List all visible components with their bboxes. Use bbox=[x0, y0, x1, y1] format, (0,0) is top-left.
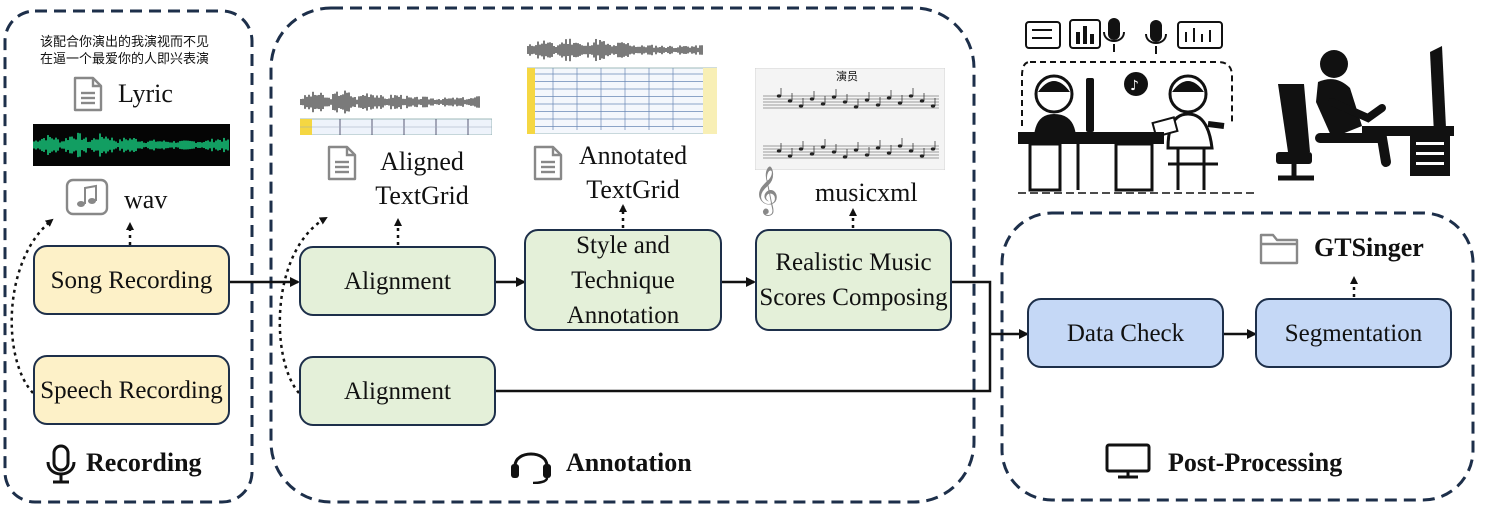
song-recording-box: Song Recording bbox=[33, 245, 230, 315]
music-note-icon bbox=[65, 178, 109, 216]
studio-illustration: ♪ bbox=[1018, 18, 1258, 194]
aligned-textgrid-thumbnail bbox=[300, 90, 492, 135]
song-waveform bbox=[33, 124, 230, 166]
designer-illustration bbox=[1276, 46, 1454, 181]
lyric-text-line2: 在逼一个最爱你的人即兴表演 bbox=[40, 52, 210, 67]
speech-recording-box: Speech Recording bbox=[33, 355, 230, 425]
microphone-icon bbox=[46, 444, 76, 484]
annotated-textgrid-thumbnail bbox=[527, 38, 717, 134]
alignment-top-box: Alignment bbox=[299, 246, 496, 316]
recording-frame bbox=[3, 9, 254, 504]
musicxml-label: musicxml bbox=[815, 178, 918, 207]
annotation-frame bbox=[269, 6, 976, 504]
aligned-textgrid-label: Aligned TextGrid bbox=[375, 147, 469, 210]
data-check-box: Data Check bbox=[1027, 298, 1224, 368]
svg-text:♪: ♪ bbox=[1130, 78, 1139, 94]
wav-label: wav bbox=[124, 185, 168, 214]
treble-clef-icon: 𝄞 bbox=[754, 165, 779, 214]
monitor-icon bbox=[1105, 443, 1151, 479]
lyric-label: Lyric bbox=[118, 79, 173, 108]
annotated-textgrid-label: Annotated TextGrid bbox=[578, 141, 688, 204]
document-icon bbox=[327, 145, 357, 181]
document-icon bbox=[73, 76, 103, 112]
folder-icon bbox=[1259, 233, 1299, 265]
document-icon bbox=[533, 145, 563, 181]
scores-to-datacheck-line bbox=[952, 280, 992, 334]
alignment2-to-datacheck-line bbox=[496, 334, 992, 393]
recording-title: Recording bbox=[86, 448, 202, 477]
score-title: 演员 bbox=[836, 70, 858, 83]
gtsinger-label: GTSinger bbox=[1314, 233, 1424, 262]
annotation-title: Annotation bbox=[566, 448, 692, 477]
realistic-scores-box: Realistic Music Scores Composing bbox=[755, 229, 952, 331]
music-score-thumbnail bbox=[755, 68, 945, 170]
post-processing-frame bbox=[1000, 211, 1475, 502]
segmentation-box: Segmentation bbox=[1255, 298, 1452, 368]
style-technique-box: Style and Technique Annotation bbox=[524, 229, 722, 331]
alignment-bottom-box: Alignment bbox=[299, 356, 496, 426]
post-processing-title: Post-Processing bbox=[1168, 448, 1343, 477]
lyric-text-line1: 该配合你演出的我演视而不见 bbox=[40, 35, 210, 50]
headset-icon bbox=[511, 452, 551, 484]
